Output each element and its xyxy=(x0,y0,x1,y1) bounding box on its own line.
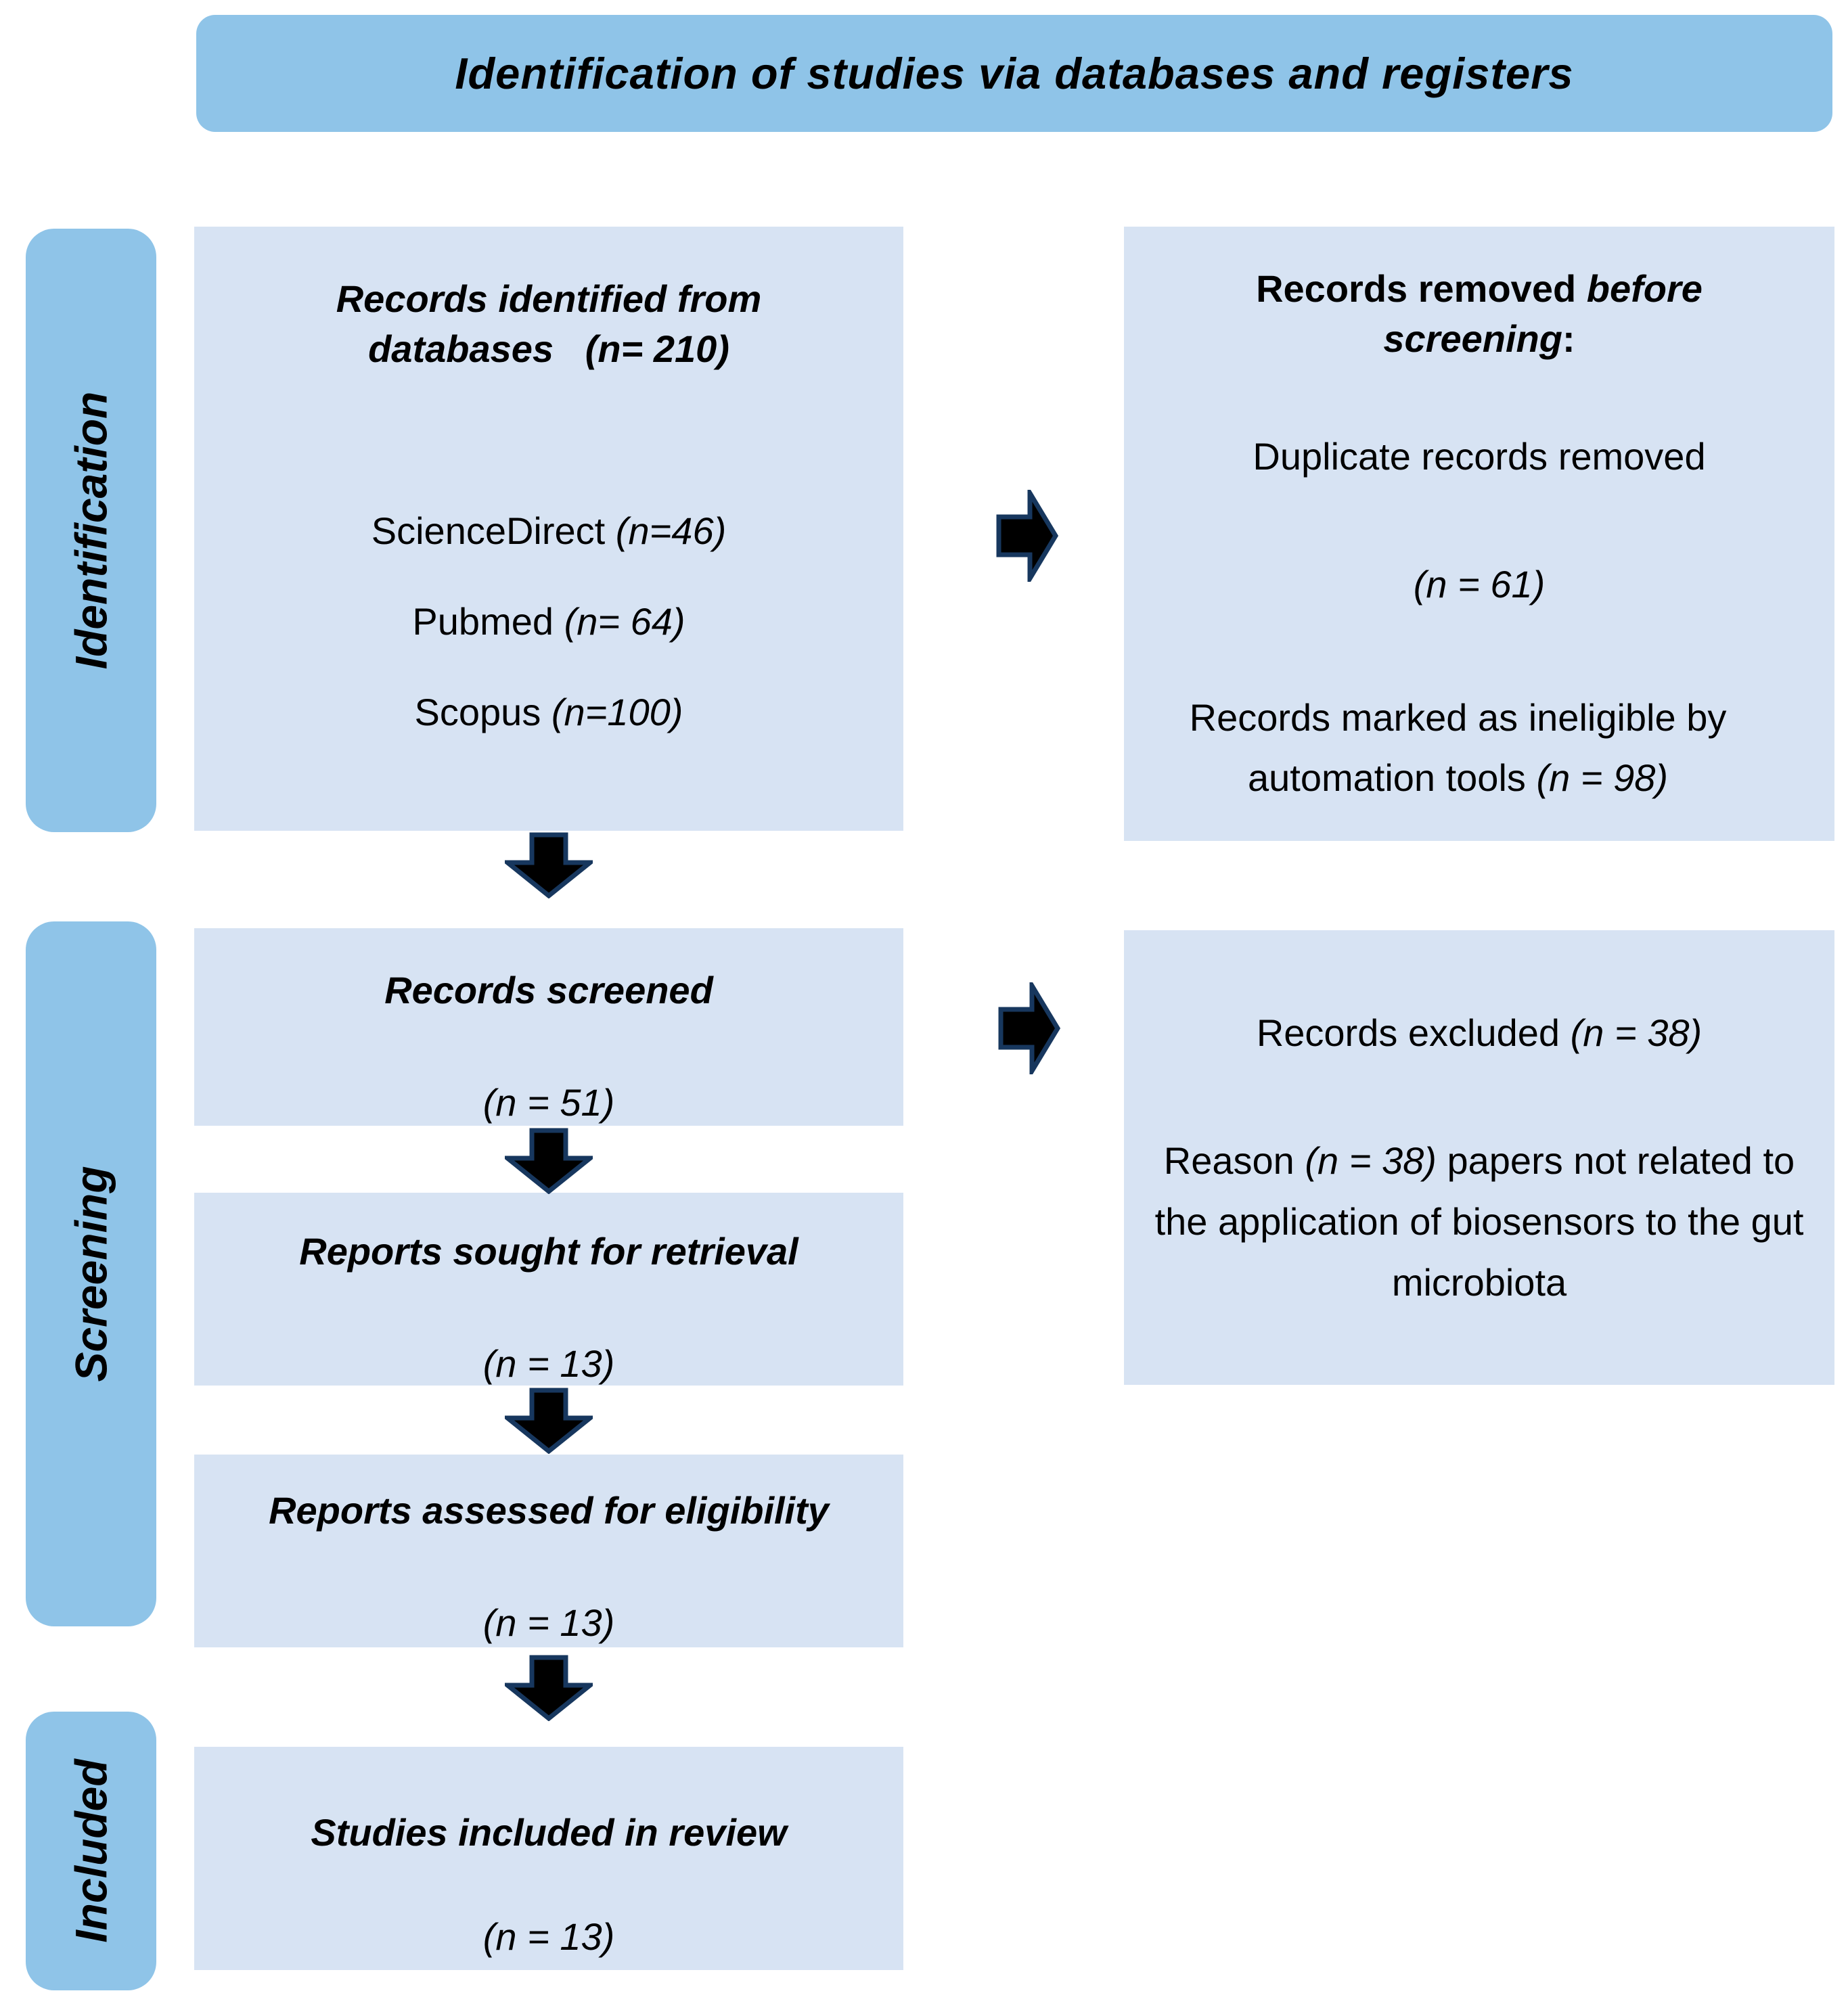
stage-label-included: Included xyxy=(26,1712,156,1990)
database-count: (n= 64) xyxy=(564,599,685,643)
database-count-pubmed: Pubmed (n= 64) xyxy=(371,597,726,647)
ineligible-records-line: Records marked as ineligible by automati… xyxy=(1124,687,1792,808)
reports-assessed-count: (n = 13) xyxy=(482,1601,615,1644)
records-identified-heading: Records identified from databases (n= 21… xyxy=(336,274,762,374)
stage-label-identification-text: Identification xyxy=(66,391,116,670)
records-removed-heading-italic: before screening xyxy=(1383,267,1703,360)
records-screened-heading: Records screened xyxy=(384,969,713,1011)
reason-text-pre: Reason xyxy=(1163,1139,1305,1183)
database-label: Pubmed xyxy=(412,599,564,643)
database-label: Scopus xyxy=(414,690,551,733)
down-arrow-screened-to-sought xyxy=(505,1128,593,1194)
studies-included-heading: Studies included in review xyxy=(311,1811,787,1854)
records-identified-heading-line2: databases (n= 210) xyxy=(368,327,729,370)
database-source-list: ScienceDirect (n=46) Pubmed (n= 64) Scop… xyxy=(371,506,726,737)
stage-label-screening-text: Screening xyxy=(66,1166,116,1382)
ineligible-records-count: (n = 98) xyxy=(1536,756,1669,800)
reason-text-post: papers not related to the application of… xyxy=(1154,1139,1804,1304)
records-removed-items: Duplicate records removed (n = 61) Recor… xyxy=(1124,432,1834,808)
database-label: ScienceDirect xyxy=(371,509,616,552)
duplicate-records-count: (n = 61) xyxy=(1413,562,1546,605)
studies-included-count: (n = 13) xyxy=(482,1915,615,1958)
records-excluded-line: Records excluded (n = 38) xyxy=(1257,1003,1702,1064)
stage-label-screening: Screening xyxy=(26,921,156,1626)
records-removed-heading: Records removed before screening: xyxy=(1202,264,1757,364)
records-removed-heading-pre: Records removed xyxy=(1256,267,1587,310)
reports-assessed-heading: Reports assessed for eligibility xyxy=(269,1489,829,1532)
down-arrow-sought-to-assessed xyxy=(505,1388,593,1454)
box-studies-included: Studies included in review (n = 13) xyxy=(194,1747,903,1970)
box-records-excluded: Records excluded (n = 38) Reason (n = 38… xyxy=(1124,930,1834,1385)
database-count-scopus: Scopus (n=100) xyxy=(371,687,726,737)
diagram-title-bar: Identification of studies via databases … xyxy=(196,15,1832,132)
stage-label-identification: Identification xyxy=(26,229,156,832)
records-identified-heading-line1: Records identified from xyxy=(336,277,762,320)
database-count: (n=100) xyxy=(551,690,683,733)
database-count: (n=46) xyxy=(615,509,727,552)
ineligible-records-text: Records marked as ineligible by automati… xyxy=(1189,695,1727,800)
down-arrow-assessed-to-included xyxy=(505,1655,593,1721)
reason-count: (n = 38) xyxy=(1305,1139,1437,1183)
diagram-title: Identification of studies via databases … xyxy=(455,49,1574,98)
records-excluded-count: (n = 38) xyxy=(1570,1011,1703,1054)
box-records-removed-before-screening: Records removed before screening: Duplic… xyxy=(1124,227,1834,841)
down-arrow-identified-to-screened xyxy=(505,832,593,898)
right-arrow-identified-to-removed xyxy=(996,490,1058,582)
records-excluded-reason: Reason (n = 38) papers not related to th… xyxy=(1152,1130,1806,1312)
records-screened-count: (n = 51) xyxy=(482,1080,615,1124)
reports-sought-heading: Reports sought for retrieval xyxy=(299,1230,798,1273)
database-count-sciencedirect: ScienceDirect (n=46) xyxy=(371,506,726,556)
stage-label-included-text: Included xyxy=(66,1759,116,1943)
right-arrow-screened-to-excluded xyxy=(998,982,1060,1074)
box-reports-sought: Reports sought for retrieval (n = 13) xyxy=(194,1193,903,1386)
box-records-identified: Records identified from databases (n= 21… xyxy=(194,227,903,831)
box-records-screened: Records screened (n = 51) xyxy=(194,928,903,1126)
records-excluded-text: Records excluded xyxy=(1256,1011,1571,1054)
reports-sought-count: (n = 13) xyxy=(482,1342,615,1385)
duplicate-records-line: Duplicate records removed xyxy=(1253,434,1706,478)
records-removed-heading-post: : xyxy=(1562,317,1575,360)
box-reports-assessed: Reports assessed for eligibility (n = 13… xyxy=(194,1455,903,1647)
